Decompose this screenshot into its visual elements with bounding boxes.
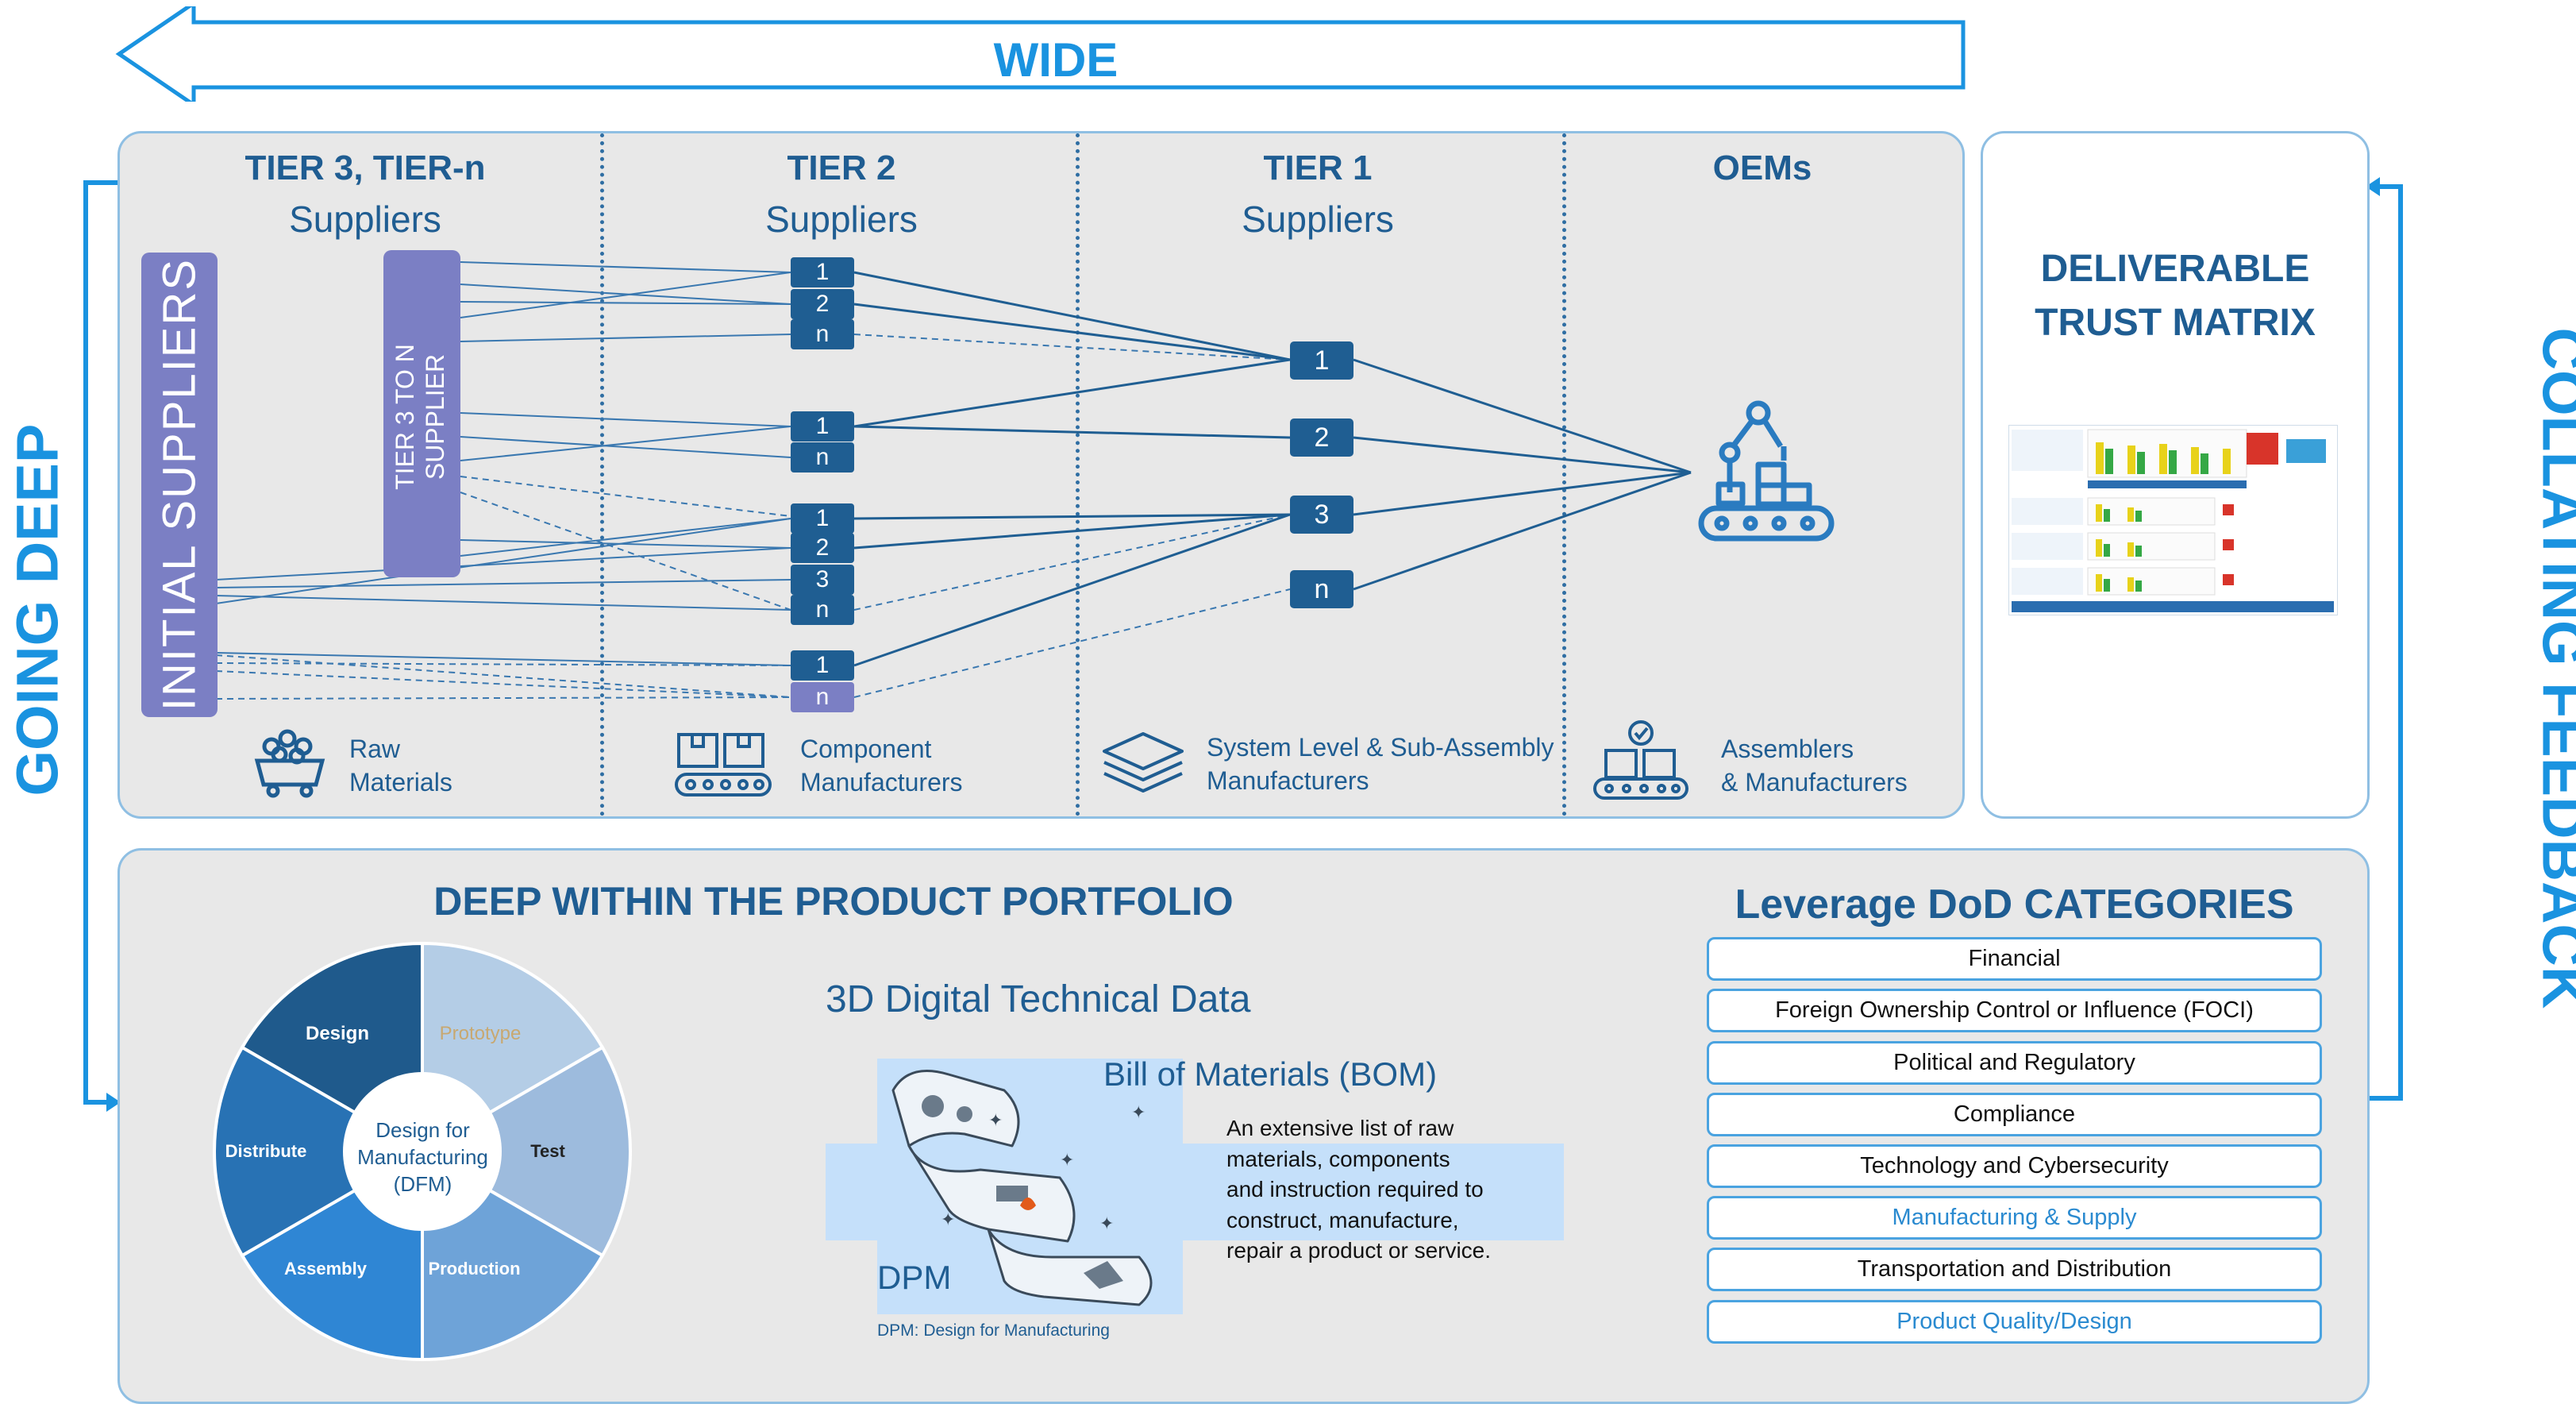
svg-text:✦: ✦ bbox=[1060, 1151, 1074, 1171]
dfm-center-line1: Design for bbox=[341, 1117, 504, 1144]
tier1-caption: System Level & Sub-Assembly Manufacturer… bbox=[1207, 731, 1554, 797]
caption-line: Manufacturers bbox=[1207, 764, 1554, 797]
deliverable-title-line2: TRUST MATRIX bbox=[1981, 296, 2370, 350]
leverage-title: Leverage DoD CATEGORIES bbox=[1707, 877, 2322, 932]
category-technology: Technology and Cybersecurity bbox=[1707, 1144, 2322, 1188]
bom-desc-line: and instruction required to bbox=[1226, 1174, 1560, 1205]
portfolio-title: DEEP WITHIN THE PRODUCT PORTFOLIO bbox=[238, 874, 1429, 929]
digital-data-title: 3D Digital Technical Data bbox=[826, 975, 1381, 1024]
dfm-segment-label: Production bbox=[417, 1259, 532, 1279]
deliverable-title-line1: DELIVERABLE bbox=[1981, 242, 2370, 296]
category-financial: Financial bbox=[1707, 937, 2322, 981]
dpm-label: DPM bbox=[877, 1256, 1036, 1299]
dfm-center-line3: (DFM) bbox=[341, 1171, 504, 1198]
bom-desc-line: materials, components bbox=[1226, 1144, 1560, 1175]
tier1-box: 3 bbox=[1290, 496, 1353, 534]
caption-line: Raw bbox=[349, 732, 452, 766]
svg-text:✦: ✦ bbox=[941, 1210, 955, 1230]
tier3-to-n-line1: TIER 3 TO N bbox=[390, 253, 420, 580]
tier3-caption: Raw Materials bbox=[349, 732, 452, 799]
category-compliance: Compliance bbox=[1707, 1093, 2322, 1136]
tier2-box: 1 bbox=[791, 411, 854, 442]
category-quality: Product Quality/Design bbox=[1707, 1300, 2322, 1344]
category-manufacturing: Manufacturing & Supply bbox=[1707, 1196, 2322, 1240]
svg-text:✦: ✦ bbox=[1131, 1103, 1146, 1123]
tier2-box: 2 bbox=[791, 289, 854, 319]
initial-suppliers-label: INITIAL SUPPLIERS bbox=[156, 253, 204, 717]
component-boxes-icon bbox=[675, 731, 774, 798]
tier2-box: 1 bbox=[791, 257, 854, 287]
caption-line: Manufacturers bbox=[800, 766, 963, 799]
bom-title: Bill of Materials (BOM) bbox=[1103, 1052, 1548, 1097]
bom-desc-line: repair a product or service. bbox=[1226, 1236, 1560, 1267]
tier3-to-n-line2: SUPPLIER bbox=[420, 253, 450, 580]
category-foci: Foreign Ownership Control or Influence (… bbox=[1707, 989, 2322, 1032]
ore-cart-icon bbox=[254, 723, 325, 798]
dfm-center-label: Design for Manufacturing (DFM) bbox=[341, 1117, 504, 1198]
caption-line: Assemblers bbox=[1721, 732, 1908, 766]
tier2-box: n bbox=[791, 442, 854, 472]
dfm-segment-label: Test bbox=[516, 1141, 580, 1162]
bom-description: An extensive list of raw materials, comp… bbox=[1226, 1113, 1560, 1267]
tier2-box: 3 bbox=[791, 565, 854, 595]
bom-desc-line: construct, manufacture, bbox=[1226, 1205, 1560, 1236]
caption-line: System Level & Sub-Assembly bbox=[1207, 731, 1554, 764]
conveyor-boxes-icon bbox=[1592, 719, 1691, 802]
dfm-center-line2: Manufacturing bbox=[341, 1144, 504, 1171]
robot-arm-icon bbox=[1695, 397, 1838, 548]
dpm-caption: DPM: Design for Manufacturing bbox=[877, 1320, 1211, 1342]
dfm-segment-label: Prototype bbox=[429, 1023, 532, 1045]
svg-text:✦: ✦ bbox=[988, 1111, 1003, 1131]
bom-desc-line: An extensive list of raw bbox=[1226, 1113, 1560, 1144]
svg-text:✦: ✦ bbox=[1099, 1214, 1114, 1234]
layers-icon bbox=[1099, 729, 1187, 800]
category-political: Political and Regulatory bbox=[1707, 1041, 2322, 1085]
tier1-box: 1 bbox=[1290, 341, 1353, 380]
dfm-segment-label: Design bbox=[294, 1023, 381, 1045]
tier2-box: 1 bbox=[791, 503, 854, 534]
caption-line: Component bbox=[800, 732, 963, 766]
category-transportation: Transportation and Distribution bbox=[1707, 1248, 2322, 1291]
tier2-box: n bbox=[791, 682, 854, 712]
tier2-box: n bbox=[791, 595, 854, 625]
dfm-segment-label: Assembly bbox=[278, 1259, 373, 1279]
trust-matrix-thumbnail bbox=[2008, 425, 2338, 615]
tier1-box: n bbox=[1290, 570, 1353, 608]
dfm-segment-label: Distribute bbox=[214, 1141, 318, 1162]
tier2-box: 2 bbox=[791, 533, 854, 563]
deliverable-title: DELIVERABLE TRUST MATRIX bbox=[1981, 242, 2370, 350]
tier2-box: n bbox=[791, 319, 854, 349]
caption-line: & Manufacturers bbox=[1721, 766, 1908, 799]
tier3-to-n-label: TIER 3 TO N SUPPLIER bbox=[390, 253, 453, 580]
tier2-box: 1 bbox=[791, 650, 854, 681]
oem-caption: Assemblers & Manufacturers bbox=[1721, 732, 1908, 799]
tier1-box: 2 bbox=[1290, 418, 1353, 457]
tier2-caption: Component Manufacturers bbox=[800, 732, 963, 799]
caption-line: Materials bbox=[349, 766, 452, 799]
